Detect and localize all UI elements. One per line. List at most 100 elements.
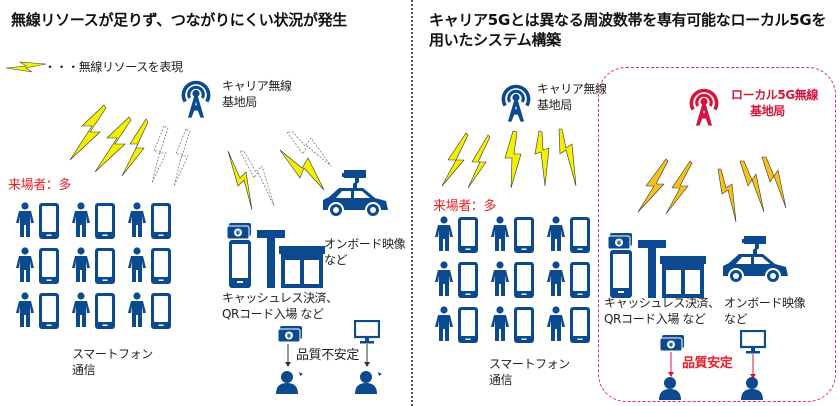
legend-lightning-icon — [5, 61, 47, 73]
smartphone-icon — [457, 306, 479, 344]
local-5g-lightning-icon — [761, 156, 787, 209]
carrier-station-label-line1: キャリア無線 — [222, 79, 292, 93]
arrow-down-icon — [364, 344, 370, 367]
money-bill-icon — [659, 334, 685, 352]
quality-unstable-label: 品質不安定 — [296, 348, 360, 363]
local-station-label-line2: 基地局 — [750, 104, 785, 118]
carrier-base-station-icon — [498, 82, 534, 122]
quality-stable-label: 品質安定 — [682, 356, 733, 371]
carrier-station-label-line2: 基地局 — [222, 95, 257, 109]
local-5g-area — [598, 67, 836, 402]
local-5g-lightning-icon — [637, 158, 669, 213]
frustrated-user-icon — [355, 370, 379, 394]
lightning-icon — [279, 149, 325, 191]
smartphone-icon — [94, 202, 116, 240]
person-icon — [435, 306, 453, 342]
right-panel-title-line2: 用いたシステム構築 — [429, 31, 561, 49]
cashless-label-line1: キャッシュレス決済、 — [604, 296, 720, 310]
smartphone-label-line1: スマートフォン — [72, 347, 153, 361]
person-icon — [16, 247, 34, 283]
visitors-label: 来場者：多 — [8, 178, 72, 193]
smartphone-icon — [569, 261, 591, 299]
sweat-drop-icon — [299, 372, 303, 376]
person-icon — [16, 292, 34, 328]
onboard-label-line2: など — [324, 253, 348, 267]
person-icon — [491, 306, 509, 342]
user-icon — [659, 376, 683, 400]
person-icon — [128, 292, 146, 328]
onboard-label-line2: など — [724, 312, 748, 326]
lightning-icon — [69, 104, 107, 161]
monitor-icon — [740, 330, 766, 354]
smartphone-icon — [569, 216, 591, 254]
cashless-label-line1: キャッシュレス決済、 — [222, 291, 338, 305]
insufficient-lightning-icon — [239, 150, 275, 207]
lightning-icon — [121, 118, 149, 177]
smartphone-icon — [38, 247, 60, 285]
smartphone-icon — [94, 247, 116, 285]
arrow-down-icon — [668, 352, 674, 377]
lightning-icon — [534, 130, 550, 187]
onboard-label-line1: オンボード映像 — [724, 296, 806, 310]
smartphone-icon — [150, 202, 172, 240]
arrow-down-icon — [285, 344, 291, 367]
smartphone-icon — [38, 202, 60, 240]
right-panel-title-line1: キャリア5Gとは異なる周波数帯を専有可能なローカル5Gを — [429, 11, 827, 29]
lightning-icon — [94, 116, 132, 173]
smartphone-icon — [457, 216, 479, 254]
left-panel-title: 無線リソースが足りず、つながりにくい状況が発生 — [11, 11, 348, 29]
visitors-label: 来場者：多 — [433, 199, 497, 214]
person-icon — [128, 247, 146, 283]
panel-divider — [411, 0, 413, 406]
local-5g-lightning-icon — [717, 168, 737, 223]
smartphone-icon — [513, 306, 535, 344]
person-icon — [547, 261, 565, 297]
legend-text: ・・・無線リソースを表現 — [44, 60, 183, 74]
smartphone-icon — [569, 306, 591, 344]
arrow-down-icon — [750, 354, 756, 379]
onboard-label-line1: オンボード映像 — [324, 237, 406, 251]
person-icon — [547, 306, 565, 342]
smartphone-label-line2: 通信 — [489, 373, 513, 387]
monitor-icon — [354, 320, 380, 344]
local-5g-lightning-icon — [665, 160, 693, 215]
local-5g-lightning-icon — [739, 160, 765, 213]
person-icon — [491, 261, 509, 297]
money-bill-icon — [277, 325, 303, 343]
person-icon — [128, 202, 146, 238]
person-icon — [72, 292, 90, 328]
lightning-icon — [558, 128, 577, 187]
lightning-icon — [227, 150, 253, 211]
lightning-icon — [467, 134, 491, 189]
car-camera-icon — [720, 236, 790, 286]
insufficient-lightning-icon — [173, 128, 191, 187]
car-camera-icon — [320, 170, 390, 220]
frustrated-user-icon — [276, 370, 300, 394]
local-5g-base-station-icon — [686, 86, 722, 126]
shop-register-icon — [229, 222, 329, 290]
insufficient-lightning-icon — [286, 131, 332, 167]
smartphone-icon — [150, 247, 172, 285]
smartphone-icon — [513, 216, 535, 254]
smartphone-icon — [94, 292, 116, 330]
carrier-station-label-line1: キャリア無線 — [537, 82, 607, 96]
smartphone-icon — [513, 261, 535, 299]
lightning-icon — [504, 130, 522, 189]
local-station-label-line1: ローカル5G無線 — [731, 88, 818, 102]
user-icon — [741, 376, 765, 400]
person-icon — [491, 216, 509, 252]
carrier-base-station-icon — [178, 78, 214, 118]
sweat-drop-icon — [378, 372, 382, 376]
cashless-label-line2: QRコード入場 など — [222, 307, 324, 321]
smartphone-label-line1: スマートフォン — [489, 357, 570, 371]
cashless-label-line2: QRコード入場 など — [604, 312, 706, 326]
smartphone-icon — [38, 292, 60, 330]
insufficient-lightning-icon — [151, 125, 169, 184]
person-icon — [435, 261, 453, 297]
smartphone-label-line2: 通信 — [72, 363, 96, 377]
lightning-icon — [441, 132, 469, 187]
smartphone-icon — [457, 261, 479, 299]
shop-register-icon — [610, 232, 710, 300]
person-icon — [435, 216, 453, 252]
person-icon — [547, 216, 565, 252]
